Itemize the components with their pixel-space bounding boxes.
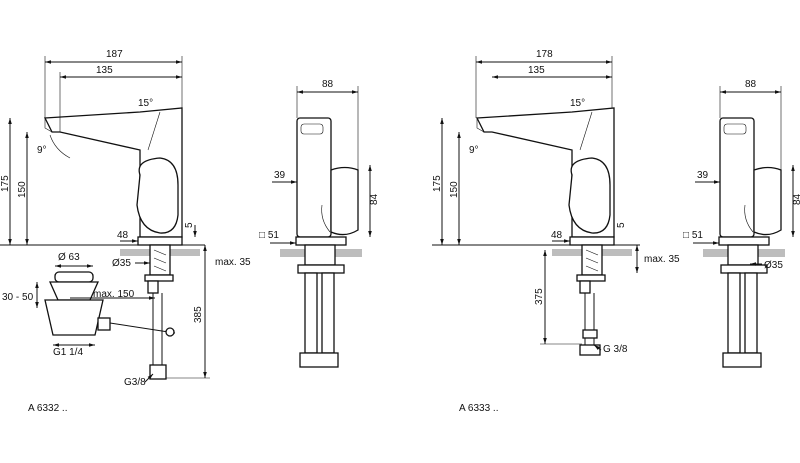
- dim-width-total: 178: [536, 49, 553, 60]
- dim-hose-length: 375: [534, 288, 545, 305]
- side-dim-base-square: □ 51: [259, 230, 279, 241]
- dim-hose-thread: G3/8: [124, 377, 146, 388]
- dim-width-total: 187: [106, 49, 123, 60]
- dim-height-spout: 150: [449, 181, 460, 198]
- side-dim-base-square: □ 51: [683, 230, 703, 241]
- pop-up-waste: [44, 271, 176, 337]
- dim-shank-dia: Ø35: [112, 258, 131, 269]
- side-dim-body-offset: 39: [274, 170, 286, 181]
- drawing-a6332: 187 135 15° 9° 175 150 48 5 Ø35 max. 35 …: [0, 49, 380, 414]
- dim-max-thickness: max. 35: [215, 257, 251, 268]
- dim-height-spout: 150: [17, 181, 28, 198]
- dim-angle-spout: 9°: [37, 145, 47, 156]
- side-dim-handle-height: 84: [792, 193, 800, 205]
- hose-connector: [579, 344, 601, 356]
- side-dim-depth: 88: [745, 79, 757, 90]
- dim-width-spout: 135: [528, 65, 545, 76]
- dim-height-total: 175: [0, 175, 11, 192]
- dim-base-height: 5: [616, 222, 627, 228]
- dim-base-width: 48: [551, 230, 563, 241]
- dim-angle-spout: 9°: [469, 145, 479, 156]
- dim-rod-max: max. 150: [93, 289, 135, 300]
- side-dim-shank-dia: Ø35: [764, 260, 783, 271]
- dim-height-total: 175: [432, 175, 443, 192]
- drawing-a6333: 178 135 15° 9° 175 150 48 5 max. 35 375 …: [432, 49, 800, 414]
- dim-angle-handle: 15°: [138, 98, 153, 109]
- side-dim-handle-height: 84: [369, 193, 380, 205]
- dim-max-thickness: max. 35: [644, 254, 680, 265]
- dim-base-height: 5: [184, 222, 195, 228]
- dim-width-spout: 135: [96, 65, 113, 76]
- dim-waste-dia: Ø 63: [58, 252, 80, 263]
- side-dim-depth: 88: [322, 79, 334, 90]
- model-label-a6332: A 6332 ..: [28, 403, 67, 414]
- dim-angle-handle: 15°: [570, 98, 585, 109]
- dim-hose-length: 385: [193, 306, 204, 323]
- side-dim-body-offset: 39: [697, 170, 709, 181]
- dim-waste-range: 30 - 50: [2, 292, 34, 303]
- dim-base-width: 48: [117, 230, 129, 241]
- dim-waste-thread: G1 1/4: [53, 347, 83, 358]
- dim-hose-thread: G 3/8: [603, 344, 628, 355]
- model-label-a6333: A 6333 ..: [459, 403, 498, 414]
